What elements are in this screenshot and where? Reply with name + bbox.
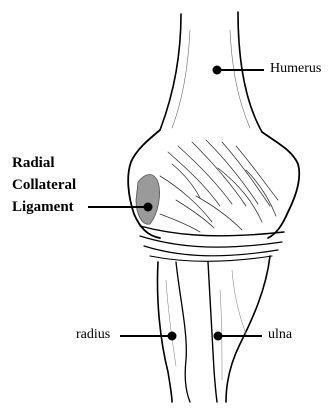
humerus-bone [160, 12, 262, 132]
radius-pointer-dot [168, 332, 177, 341]
ulna-pointer-dot [214, 332, 223, 341]
radius-bone [157, 262, 172, 402]
ulna-label: ulna [268, 327, 292, 343]
ligament-label-line-1: Radial [12, 154, 55, 173]
radius-label: radius [76, 327, 110, 343]
ulna-bone [208, 262, 217, 402]
ligament-label-line-3: Ligament [12, 198, 74, 217]
joint-capsule [140, 226, 284, 236]
radial-collateral-ligament [136, 175, 160, 225]
ligament-label-line-2: Collateral [12, 176, 76, 195]
ligament-pointer-dot [144, 203, 153, 212]
ligament-fibers [160, 140, 278, 232]
medial-epicondyle [262, 132, 299, 238]
humerus-pointer-dot [213, 66, 222, 75]
leader-lines [88, 70, 264, 336]
humerus-label: Humerus [270, 61, 321, 77]
